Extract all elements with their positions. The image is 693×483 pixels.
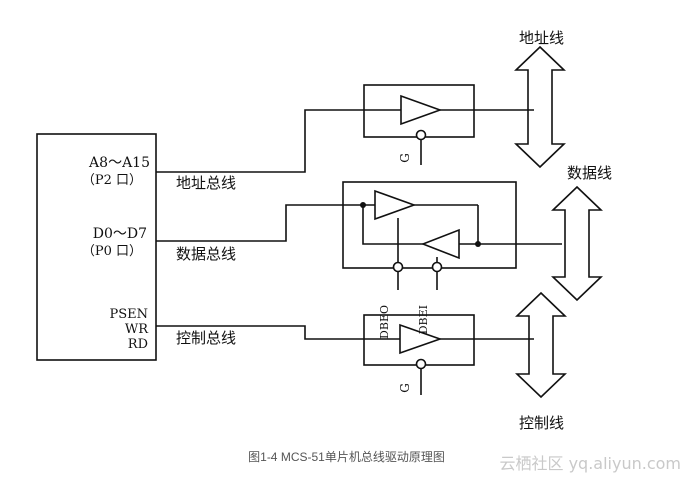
control-bus-line bbox=[156, 325, 400, 340]
mcu-addr-port-label: （P2 口） bbox=[82, 173, 142, 188]
data-bus-line bbox=[156, 204, 375, 242]
data-line-label: 数据线 bbox=[567, 164, 612, 182]
mcu-data-port-label: （P0 口） bbox=[82, 244, 142, 259]
data-junction-right bbox=[475, 241, 481, 247]
control-buffer bbox=[399, 323, 443, 355]
data-bus-arrow bbox=[551, 185, 603, 302]
control-line-label: 控制线 bbox=[519, 414, 564, 432]
mcu-data-pins-label: D0～D7 bbox=[93, 226, 147, 242]
control-bus-arrow bbox=[515, 291, 567, 399]
data-transceiver-box bbox=[342, 181, 517, 269]
dbeo-label: DBEO bbox=[378, 305, 391, 339]
data-junction-left bbox=[360, 202, 366, 208]
mcu-psen-label: PSEN bbox=[109, 307, 148, 322]
data-bus-label: 数据总线 bbox=[176, 245, 236, 263]
site-watermark: 云栖社区 yq.aliyun.com bbox=[499, 454, 681, 473]
dbei-bubble bbox=[431, 261, 443, 273]
mcu-rd-label: RD bbox=[128, 337, 148, 352]
data-forward-buffer bbox=[374, 189, 417, 221]
data-return-line bbox=[362, 205, 423, 245]
mcu-block bbox=[36, 133, 157, 361]
address-bus-arrow bbox=[514, 45, 566, 169]
dbeo-bubble bbox=[392, 261, 404, 273]
gate-label-top: G bbox=[398, 153, 412, 163]
dbei-label: DBEI bbox=[417, 305, 430, 334]
address-bus-line bbox=[156, 109, 401, 173]
mcu-addr-pins-label: A8～A15 bbox=[88, 155, 150, 171]
address-enable-bubble bbox=[415, 129, 427, 141]
address-line-label: 地址线 bbox=[519, 29, 564, 47]
control-bus-label: 控制总线 bbox=[176, 329, 236, 347]
address-buffer bbox=[400, 94, 443, 126]
address-driver-box bbox=[363, 84, 475, 138]
gate-label-bottom: G bbox=[398, 383, 412, 393]
figure-caption: 图1-4 MCS-51单片机总线驱动原理图 bbox=[248, 450, 445, 464]
data-backward-buffer bbox=[420, 228, 460, 260]
control-enable-bubble bbox=[415, 358, 427, 370]
address-bus-label: 地址总线 bbox=[176, 174, 236, 192]
mcu-wr-label: WR bbox=[125, 322, 149, 337]
